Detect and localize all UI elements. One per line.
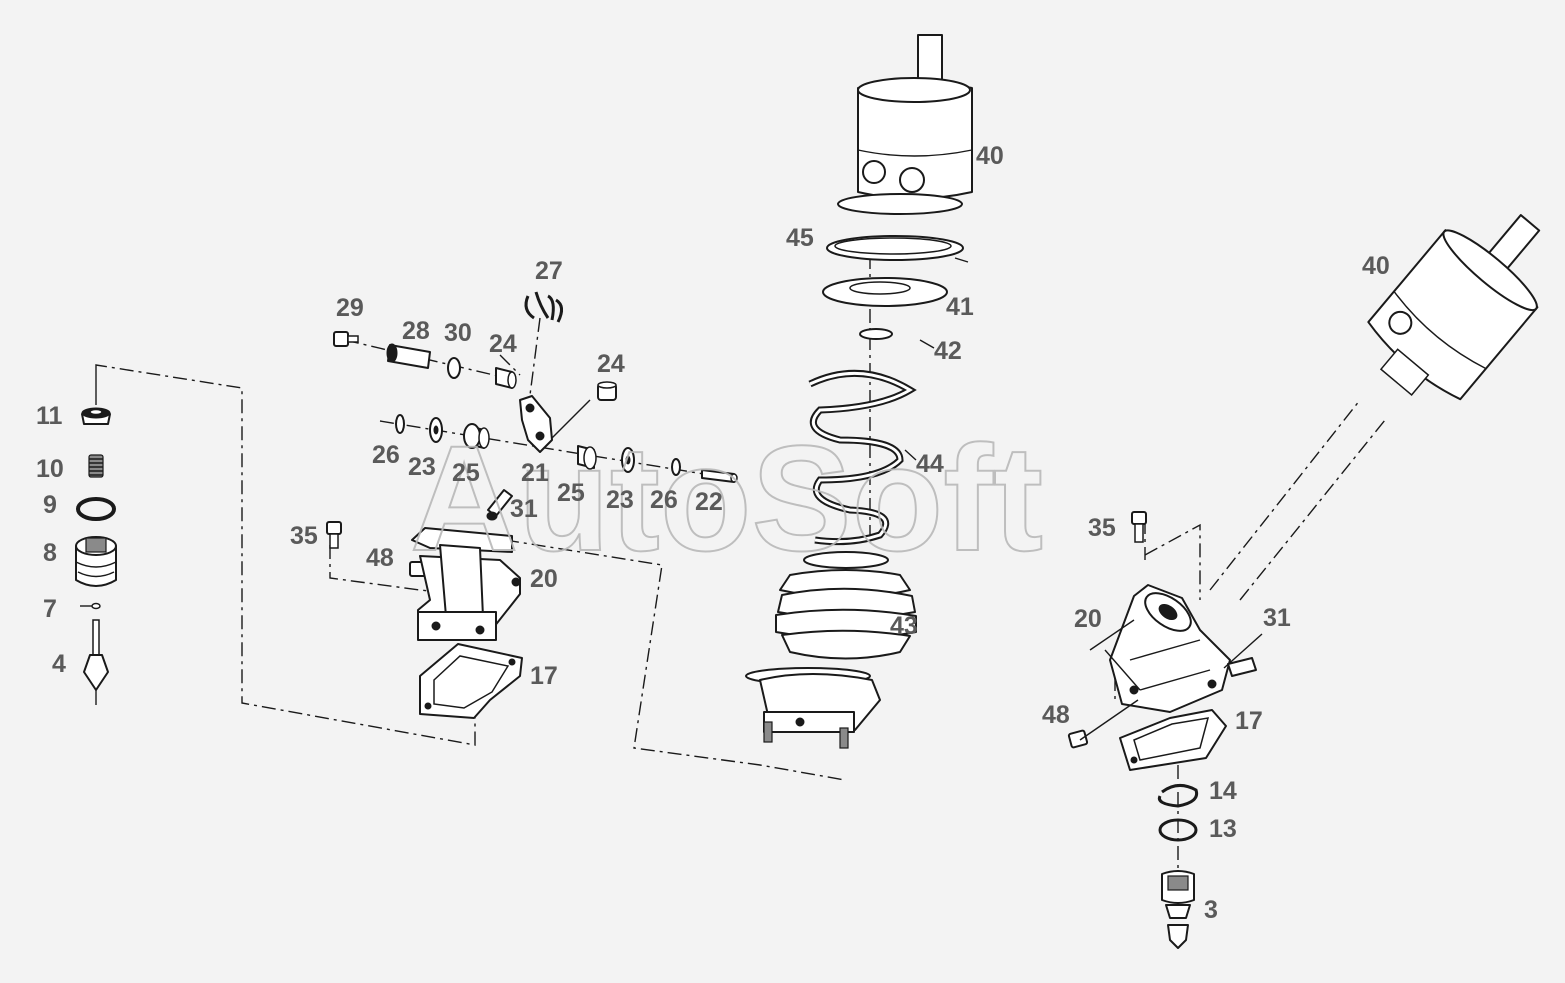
part-25-roller-left: [463, 423, 490, 449]
part-30-washer: [447, 357, 461, 379]
callout-8: 8: [43, 539, 57, 567]
part-35-bolt-left: [326, 521, 342, 549]
part-17-gasket-left: [419, 643, 523, 719]
callout-45: 45: [786, 224, 814, 252]
part-3-valve-assembly: [1161, 870, 1195, 949]
part-22-axle-pin: [701, 469, 738, 483]
callout-23-left: 23: [408, 453, 436, 481]
callout-28: 28: [402, 317, 430, 345]
part-9-seal-ring: [76, 497, 116, 521]
part-4-valve-stem: [83, 619, 109, 705]
callout-22: 22: [695, 488, 723, 516]
part-14-retaining-ring: [1157, 784, 1199, 808]
part-40-chamber-vertical: [837, 34, 973, 215]
part-23-washer-right: [621, 447, 635, 473]
part-48-nut-right: [1067, 729, 1089, 749]
callout-31-left: 31: [510, 495, 538, 523]
part-44-spring: [808, 369, 917, 546]
part-35-bolt-right: [1131, 511, 1147, 543]
callout-24-upper: 24: [489, 330, 517, 358]
part-8-valve-body: [75, 536, 117, 587]
part-13-seal-ring: [1158, 818, 1198, 842]
part-11-plug: [81, 368, 111, 425]
part-43-bellows: [745, 551, 917, 749]
callout-40: 40: [976, 142, 1004, 170]
part-26-ring-right: [671, 458, 681, 476]
callout-4: 4: [52, 650, 66, 678]
callout-7: 7: [43, 595, 57, 623]
callout-25-right: 25: [557, 479, 585, 507]
callout-35-right: 35: [1088, 514, 1116, 542]
part-31-fitting-right: [1227, 657, 1257, 677]
callout-35-left: 35: [290, 522, 318, 550]
part-28-pin: [386, 343, 431, 369]
callout-10: 10: [36, 455, 64, 483]
part-31-grease-fitting: [486, 489, 513, 521]
callout-17-right: 17: [1235, 707, 1263, 735]
part-25-roller-right: [577, 445, 597, 470]
part-42-ring: [859, 328, 893, 340]
callout-44: 44: [916, 450, 944, 478]
callout-26-left: 26: [372, 441, 400, 469]
callout-23-right: 23: [606, 486, 634, 514]
part-20-bracket-left: [411, 527, 521, 641]
callout-29: 29: [336, 294, 364, 322]
part-26-ring-left: [395, 414, 405, 434]
callout-31-right: 31: [1263, 604, 1291, 632]
callout-41: 41: [946, 293, 974, 321]
part-24-bushing-a: [495, 367, 517, 389]
callout-26-right: 26: [650, 486, 678, 514]
callout-20-right: 20: [1074, 605, 1102, 633]
callout-27: 27: [535, 257, 563, 285]
callout-13: 13: [1209, 815, 1237, 843]
callout-48-right: 48: [1042, 701, 1070, 729]
callout-11: 11: [36, 402, 63, 430]
callout-9: 9: [43, 491, 57, 519]
callout-leaders: [80, 339, 1263, 741]
callout-40-right: 40: [1362, 252, 1390, 280]
part-27-spring-clip: [524, 291, 563, 323]
callout-43: 43: [890, 612, 918, 640]
part-40-chamber-angled: [1367, 214, 1541, 401]
part-17-gasket-right: [1119, 709, 1227, 771]
part-45-membrane: [826, 235, 969, 263]
part-29-bolt: [333, 331, 359, 347]
part-41-plate: [822, 277, 948, 307]
part-24-bushing-b: [597, 381, 617, 401]
callout-labels: 40 45 41 42 44 43 27 29 28 30 24 24 26 2…: [36, 142, 1390, 924]
callout-14: 14: [1209, 777, 1237, 805]
callout-25-left: 25: [452, 459, 480, 487]
part-23-washer-left: [429, 417, 443, 443]
callout-24-right: 24: [597, 350, 625, 378]
callout-30: 30: [444, 319, 472, 347]
watermark-text: AutoSoft: [410, 414, 1043, 582]
part-20-housing-right: [1109, 584, 1231, 713]
callout-17-left: 17: [530, 662, 558, 690]
callout-42: 42: [934, 337, 962, 365]
callout-48-left: 48: [366, 544, 394, 572]
callout-21: 21: [521, 459, 549, 487]
part-7-small-ring: [91, 602, 101, 610]
callout-3: 3: [1204, 896, 1218, 924]
part-10-spring: [88, 454, 104, 478]
callout-20-left: 20: [530, 565, 558, 593]
part-21-lever: [519, 395, 591, 453]
